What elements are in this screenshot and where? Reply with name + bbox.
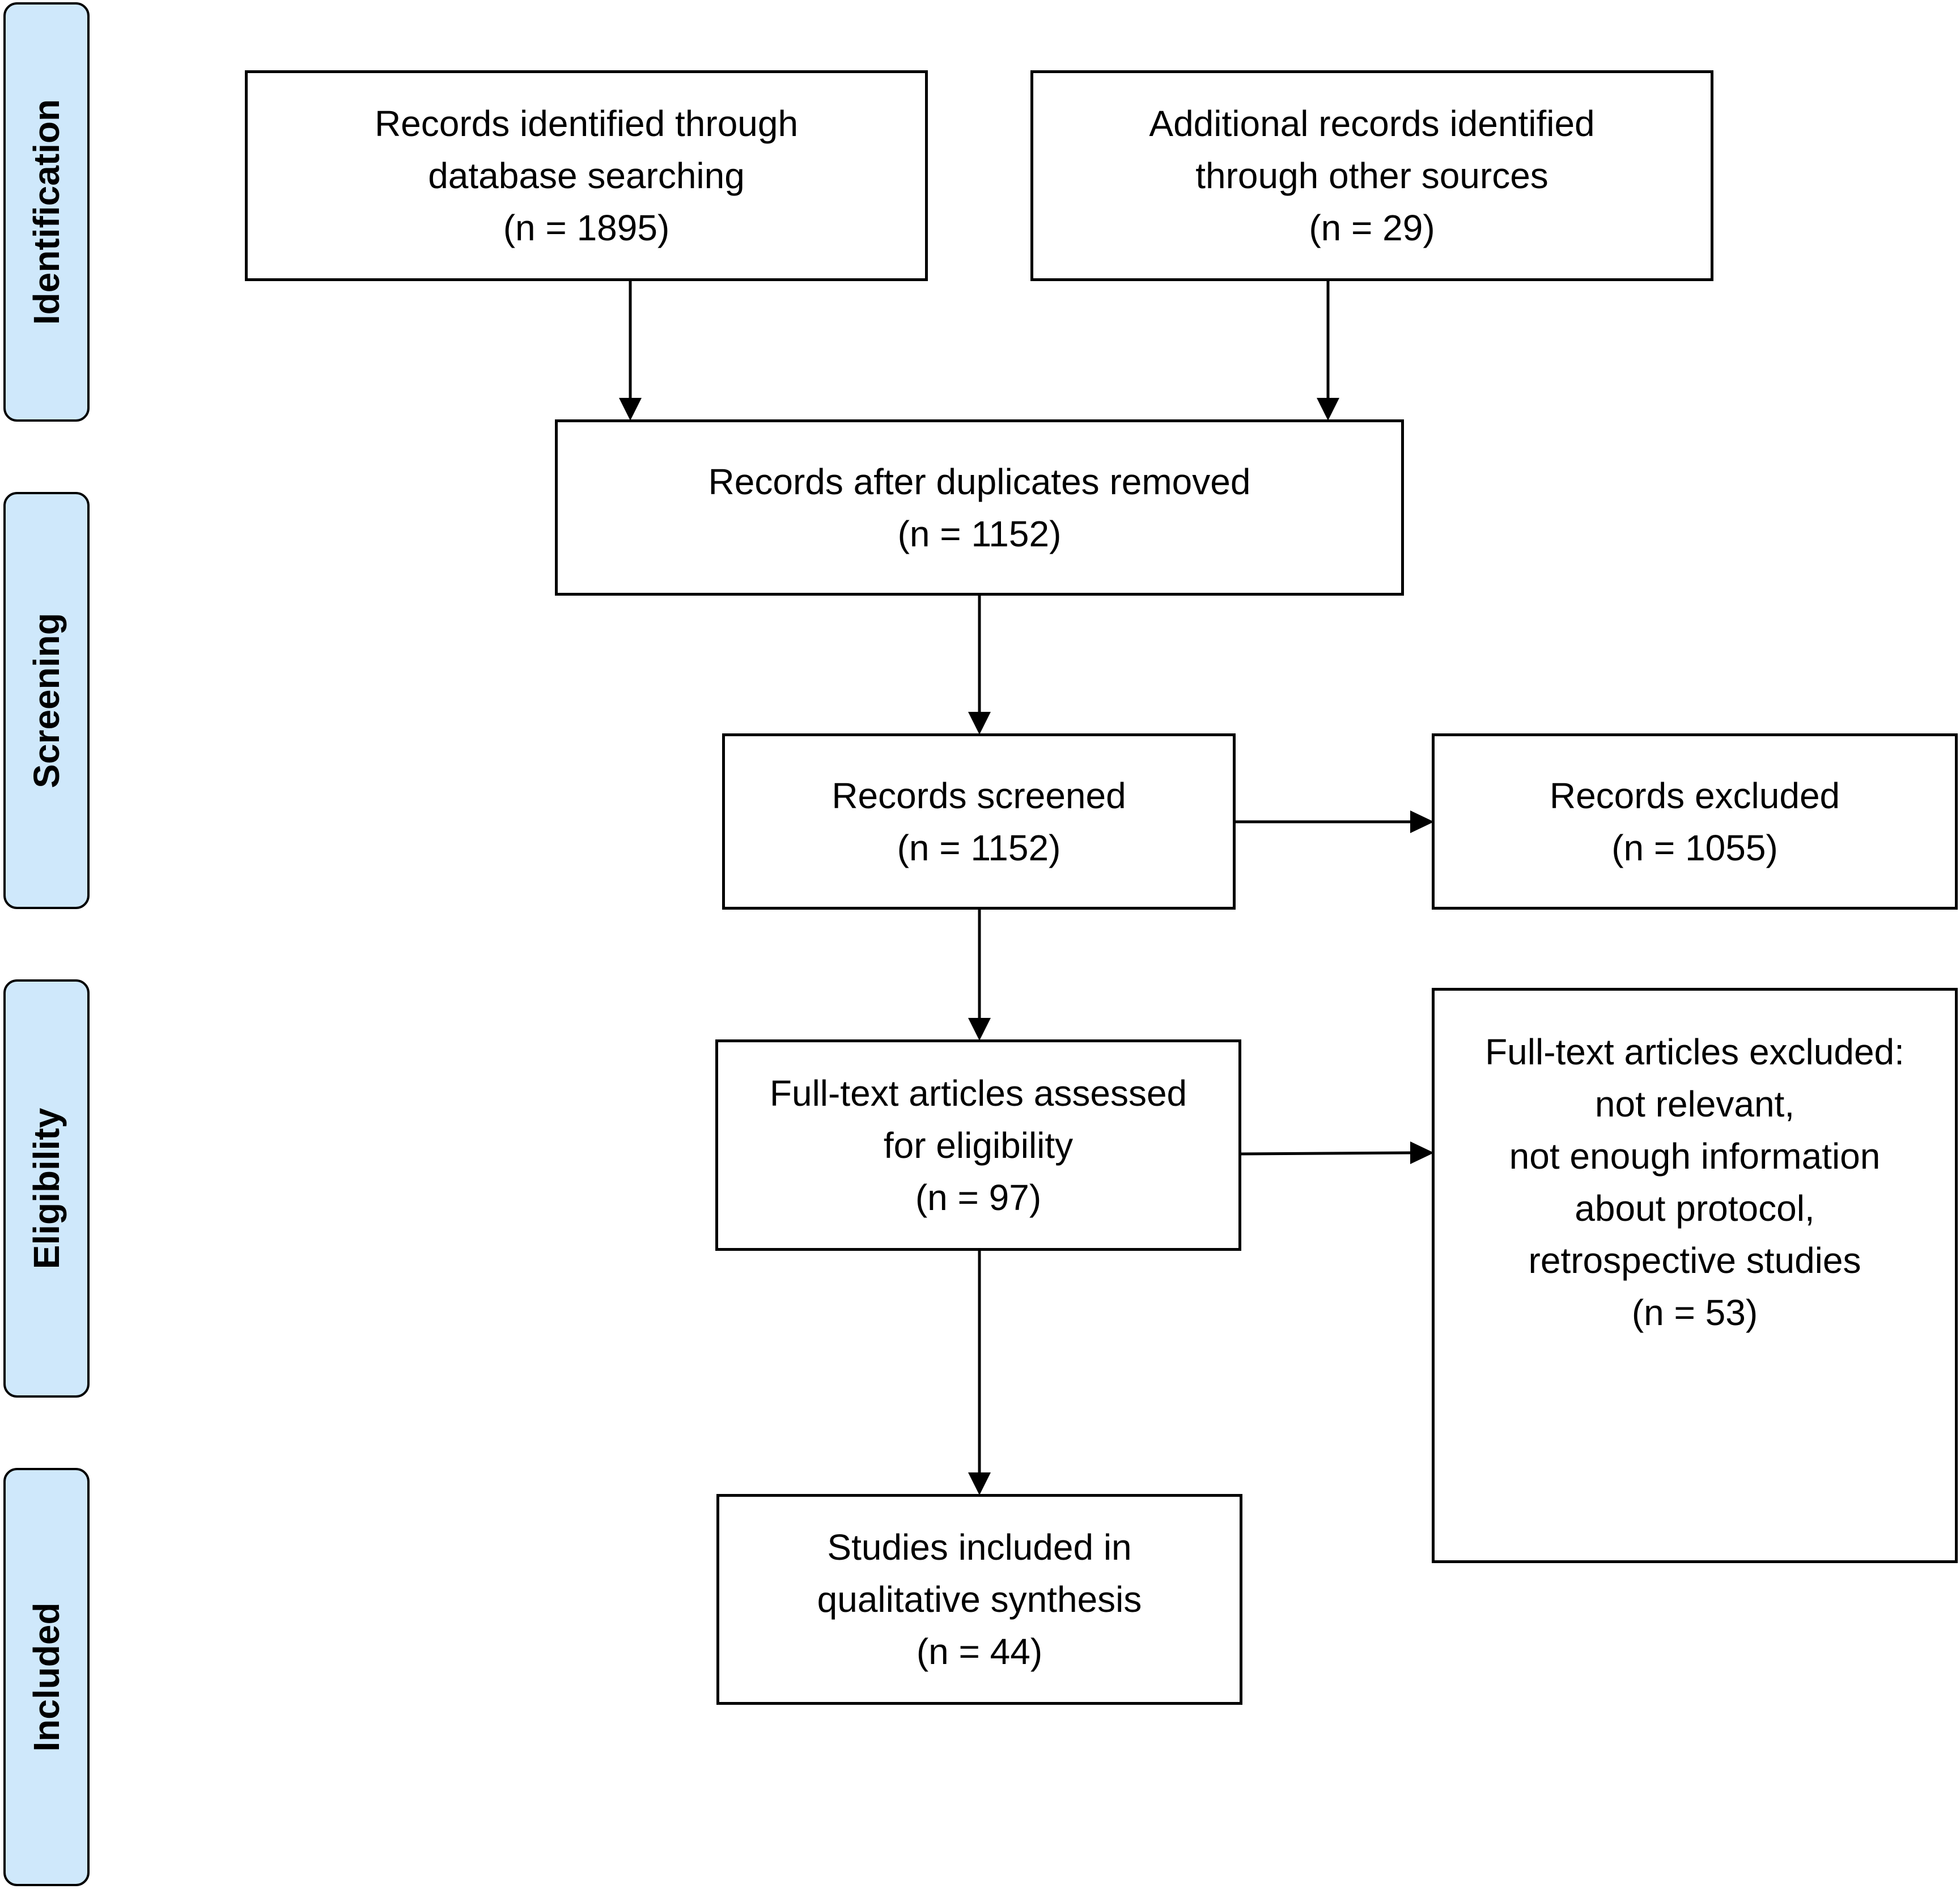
arrowhead-screened-down xyxy=(968,1018,991,1041)
records-excluded-label: Records excluded xyxy=(1549,775,1840,816)
box-fulltext-excluded: Full-text articles excluded: not relevan… xyxy=(1432,988,1958,1563)
studies-included-count: (n = 44) xyxy=(916,1631,1043,1672)
box-other-sources: Additional records identified through ot… xyxy=(1030,70,1713,281)
box-fulltext-assessed: Full-text articles assessed for eligibil… xyxy=(715,1039,1241,1251)
box-database-records: Records identified through database sear… xyxy=(245,70,928,281)
box-records-excluded: Records excluded (n = 1055) xyxy=(1432,733,1958,910)
phase-screening: Screening xyxy=(3,492,90,909)
database-records-label: Records identified through database sear… xyxy=(374,103,799,196)
box-studies-included: Studies included in qualitative synthesi… xyxy=(716,1494,1242,1705)
arrowhead-screened-right xyxy=(1410,810,1434,833)
phase-identification: Identification xyxy=(3,2,90,422)
box-duplicates-removed: Records after duplicates removed (n = 11… xyxy=(555,419,1404,596)
records-excluded-count: (n = 1055) xyxy=(1611,827,1778,868)
other-sources-label: Additional records identified through ot… xyxy=(1149,103,1595,196)
fulltext-excluded-count: (n = 53) xyxy=(1631,1292,1758,1333)
arrowhead-other xyxy=(1317,398,1339,421)
arrow-fulltext-to-excluded xyxy=(1239,1151,1412,1156)
phase-included: Included xyxy=(3,1468,90,1886)
fulltext-assessed-count: (n = 97) xyxy=(915,1177,1042,1218)
box-records-screened: Records screened (n = 1152) xyxy=(722,733,1236,910)
arrowhead-fulltext-right xyxy=(1410,1141,1434,1164)
fulltext-excluded-label: Full-text articles excluded: not relevan… xyxy=(1485,1031,1904,1281)
phase-eligibility: Eligibility xyxy=(3,979,90,1398)
duplicates-removed-count: (n = 1152) xyxy=(897,513,1062,554)
records-screened-count: (n = 1152) xyxy=(897,827,1061,868)
arrowhead-database xyxy=(619,398,642,421)
records-screened-label: Records screened xyxy=(831,775,1126,816)
arrowhead-duplicates xyxy=(968,712,991,735)
arrowhead-fulltext-down xyxy=(968,1472,991,1495)
fulltext-assessed-label: Full-text articles assessed for eligibil… xyxy=(769,1072,1187,1166)
database-records-count: (n = 1895) xyxy=(503,207,670,248)
studies-included-label: Studies included in qualitative synthesi… xyxy=(817,1527,1142,1620)
duplicates-removed-label: Records after duplicates removed xyxy=(708,461,1251,502)
other-sources-count: (n = 29) xyxy=(1309,207,1435,248)
